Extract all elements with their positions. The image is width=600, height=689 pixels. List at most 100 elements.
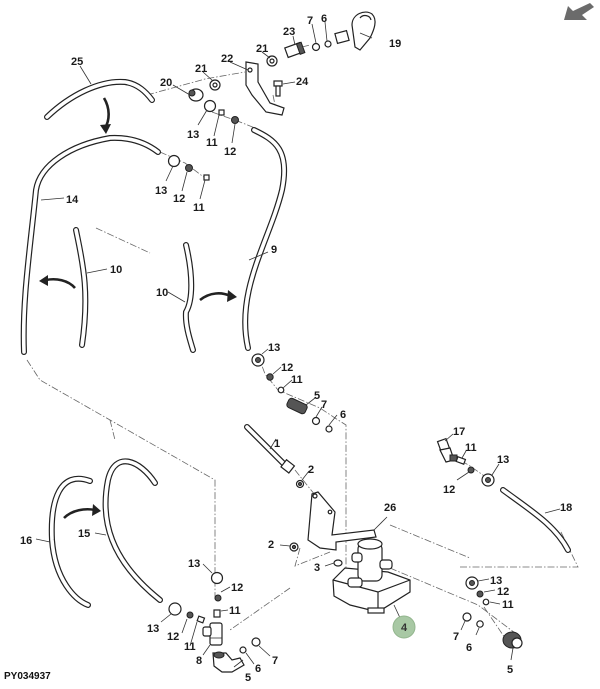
- ferrule-12-top-a[interactable]: [231, 116, 239, 124]
- oring-7-lower[interactable]: [251, 637, 261, 647]
- callout-13[interactable]: 13: [187, 129, 199, 141]
- bolt-24[interactable]: [273, 80, 283, 97]
- callout-22[interactable]: 22: [221, 53, 233, 65]
- hose-18[interactable]: [500, 487, 571, 553]
- hose-10-right[interactable]: [182, 242, 196, 353]
- callout-11[interactable]: 11: [502, 599, 514, 611]
- callout-21[interactable]: 21: [195, 63, 207, 75]
- callout-12[interactable]: 12: [497, 586, 509, 598]
- nut-21-right[interactable]: [266, 55, 278, 67]
- ferrule-12-lower-a[interactable]: [214, 594, 222, 602]
- ferrule-12-right[interactable]: [467, 466, 475, 474]
- callout-11[interactable]: 11: [291, 374, 303, 386]
- callout-7[interactable]: 7: [453, 631, 459, 643]
- oring-6-top[interactable]: [324, 40, 332, 48]
- sleeve-11-lower-right[interactable]: [482, 598, 490, 606]
- callout-13[interactable]: 13: [490, 575, 502, 587]
- washer-3[interactable]: [333, 559, 343, 567]
- hose-14[interactable]: [20, 134, 161, 355]
- oring-7-top[interactable]: [311, 42, 321, 52]
- callout-6[interactable]: 6: [340, 409, 346, 421]
- callout-11[interactable]: 11: [184, 641, 196, 653]
- callout-15[interactable]: 15: [78, 528, 90, 540]
- elbow-5-lower[interactable]: [212, 651, 245, 673]
- callout-2[interactable]: 2: [308, 464, 314, 476]
- callout-21[interactable]: 21: [256, 43, 268, 55]
- nut-2-upper[interactable]: [295, 479, 305, 489]
- callout-1[interactable]: 1: [274, 438, 280, 450]
- ferrule-12-mid[interactable]: [266, 373, 274, 381]
- sleeve-11-top-b[interactable]: [203, 174, 210, 181]
- callout-7[interactable]: 7: [307, 15, 313, 27]
- callout-13[interactable]: 13: [147, 623, 159, 635]
- nut-2-lower[interactable]: [289, 542, 299, 552]
- callout-14[interactable]: 14: [66, 194, 79, 206]
- oring-7-right[interactable]: [462, 612, 472, 622]
- callout-23[interactable]: 23: [283, 26, 295, 38]
- ferrule-12-top-b[interactable]: [185, 164, 193, 172]
- hose-25[interactable]: [44, 78, 155, 120]
- nut-13-lower-right[interactable]: [465, 576, 479, 590]
- callout-12[interactable]: 12: [167, 631, 179, 643]
- elbow-17[interactable]: [436, 437, 458, 463]
- hose-9[interactable]: [242, 127, 288, 351]
- hose-15[interactable]: [102, 458, 163, 603]
- oring-6-right[interactable]: [476, 620, 484, 628]
- callout-12[interactable]: 12: [224, 146, 236, 158]
- nut-13-mid[interactable]: [251, 353, 265, 367]
- coupling-19[interactable]: [334, 11, 376, 51]
- callout-4[interactable]: 4: [401, 622, 408, 634]
- highlight-marker[interactable]: [392, 615, 416, 639]
- sleeve-11-lower-a[interactable]: [213, 609, 221, 618]
- sleeve-11-top-a[interactable]: [218, 109, 225, 116]
- fitting-20[interactable]: [188, 88, 204, 102]
- callout-5[interactable]: 5: [314, 390, 320, 402]
- callout-26[interactable]: 26: [384, 502, 396, 514]
- tee-8[interactable]: [202, 622, 223, 646]
- callout-17[interactable]: 17: [453, 426, 465, 438]
- valve-4[interactable]: [332, 538, 411, 614]
- nut-13-lower-a[interactable]: [210, 571, 224, 585]
- callout-18[interactable]: 18: [560, 502, 572, 514]
- oring-7-mid[interactable]: [311, 416, 321, 426]
- hose-10-left[interactable]: [73, 227, 89, 348]
- callout-25[interactable]: 25: [71, 56, 83, 68]
- callout-10[interactable]: 10: [110, 264, 122, 276]
- callout-2[interactable]: 2: [268, 539, 274, 551]
- callout-19[interactable]: 19: [389, 38, 401, 50]
- fitting-23[interactable]: [284, 41, 306, 59]
- callout-7[interactable]: 7: [321, 399, 327, 411]
- fitting-5-mid[interactable]: [286, 397, 308, 415]
- callout-16[interactable]: 16: [20, 535, 32, 547]
- callout-12[interactable]: 12: [173, 193, 185, 205]
- tube-1[interactable]: [244, 424, 296, 474]
- callout-6[interactable]: 6: [255, 663, 261, 675]
- callout-11[interactable]: 11: [193, 202, 205, 214]
- callout-5[interactable]: 5: [245, 672, 251, 684]
- nut-13-top-a[interactable]: [203, 99, 217, 113]
- sleeve-11-lower-b[interactable]: [196, 615, 206, 624]
- oring-6-mid[interactable]: [325, 425, 333, 433]
- callout-11[interactable]: 11: [206, 137, 218, 149]
- callout-11[interactable]: 11: [229, 605, 241, 617]
- ferrule-12-lower-b[interactable]: [186, 611, 194, 619]
- nut-21-left[interactable]: [209, 79, 221, 91]
- callout-3[interactable]: 3: [314, 562, 320, 574]
- sleeve-11-mid[interactable]: [277, 386, 285, 394]
- callout-5[interactable]: 5: [507, 664, 513, 676]
- arrow-down-left-icon[interactable]: [560, 2, 594, 22]
- fitting-5-right[interactable]: [502, 631, 523, 649]
- callout-8[interactable]: 8: [196, 655, 202, 667]
- sleeve-11-right[interactable]: [455, 455, 467, 465]
- callout-11[interactable]: 11: [465, 442, 477, 454]
- callout-20[interactable]: 20: [160, 77, 172, 89]
- bracket-22[interactable]: [245, 61, 285, 116]
- nut-13-right[interactable]: [481, 473, 495, 487]
- nut-13-lower-b[interactable]: [168, 602, 182, 616]
- nut-13-top-b[interactable]: [167, 154, 181, 168]
- oring-6-lower[interactable]: [239, 646, 247, 654]
- callout-13[interactable]: 13: [155, 185, 167, 197]
- callout-13[interactable]: 13: [268, 342, 280, 354]
- callout-7[interactable]: 7: [272, 655, 278, 667]
- callout-6[interactable]: 6: [466, 642, 472, 654]
